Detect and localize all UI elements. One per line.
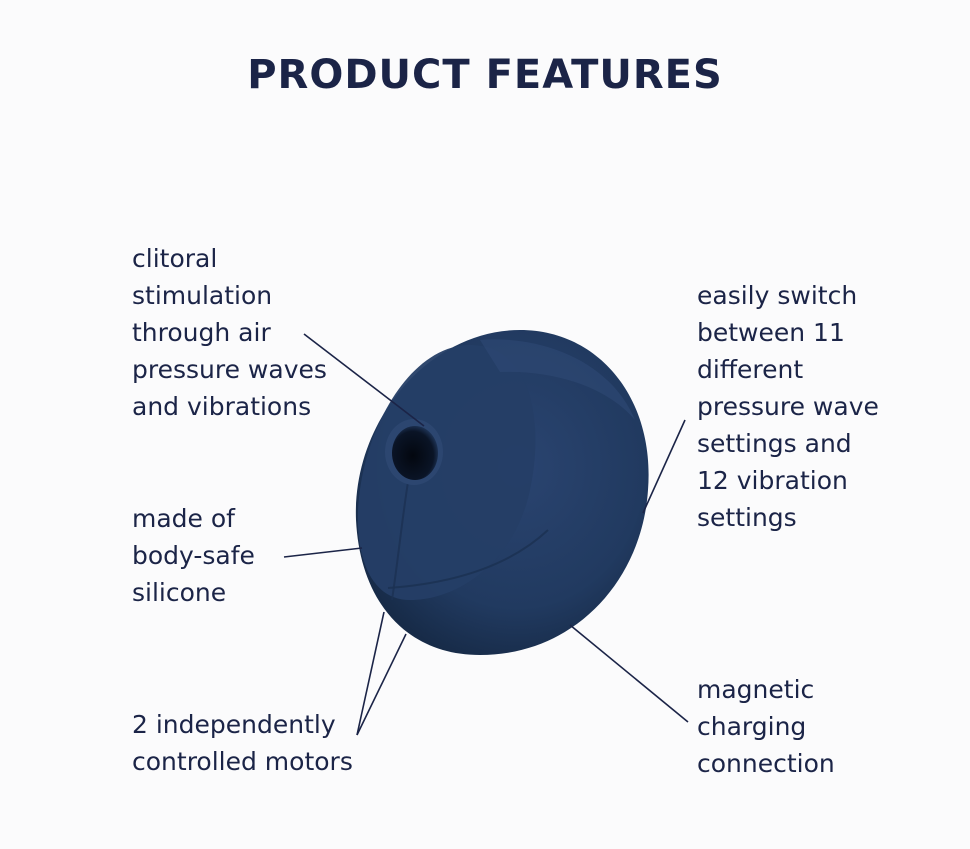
feature-charging: magnetic charging connection: [697, 671, 835, 782]
feature-text-line: charging: [697, 712, 807, 741]
feature-settings: easily switch between 11 different press…: [697, 277, 879, 536]
feature-text-line: stimulation: [132, 281, 273, 310]
leader-line-motor-2: [356, 633, 407, 736]
feature-text-line: settings and: [697, 429, 852, 458]
page-title: PRODUCT FEATURES: [247, 52, 723, 98]
feature-text-line: 2 independently: [132, 710, 336, 739]
feature-text-line: pressure wave: [697, 392, 879, 421]
device-body: [355, 330, 649, 655]
feature-text-line: easily switch: [697, 281, 858, 310]
feature-text-line: magnetic: [697, 675, 815, 704]
feature-text-line: body-safe: [132, 541, 255, 570]
feature-text-line: different: [697, 355, 804, 384]
feature-text-line: made of: [132, 504, 235, 533]
feature-text-line: between 11: [697, 318, 845, 347]
feature-text-line: clitoral: [132, 244, 218, 273]
feature-text-line: through air: [132, 318, 271, 347]
feature-air-pressure: clitoral stimulation through air pressur…: [132, 240, 327, 425]
feature-text-line: and vibrations: [132, 392, 312, 421]
feature-text-line: connection: [697, 749, 835, 778]
leader-line-air-pressure: [303, 333, 425, 427]
feature-text-line: settings: [697, 503, 797, 532]
feature-text-line: silicone: [132, 578, 227, 607]
feature-text-line: pressure waves: [132, 355, 327, 384]
leader-line-motor-1: [356, 611, 385, 736]
leader-lines: [283, 333, 689, 736]
suction-opening-icon: [385, 419, 443, 485]
leader-line-charging: [569, 624, 689, 723]
feature-motors: 2 independently controlled motors: [132, 706, 353, 780]
feature-silicone: made of body-safe silicone: [132, 500, 255, 611]
leader-line-silicone: [283, 547, 363, 558]
leader-line-settings: [642, 419, 686, 514]
feature-text-line: controlled motors: [132, 747, 353, 776]
feature-text-line: 12 vibration: [697, 466, 848, 495]
